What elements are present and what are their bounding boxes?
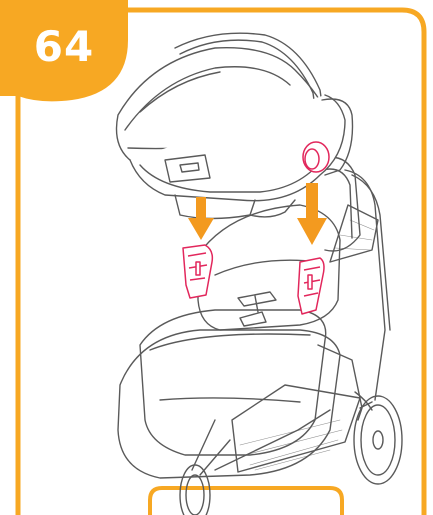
storage-basket <box>232 205 378 472</box>
front-wheel <box>180 465 210 515</box>
down-arrow-icon <box>188 197 214 240</box>
step-badge: 64 <box>0 0 128 108</box>
step-number: 64 <box>22 26 106 68</box>
car-seat-release-button <box>303 142 329 172</box>
stroller-seat <box>118 157 360 478</box>
car-seat-adapter-left <box>183 245 212 298</box>
car-seat-adapter-right <box>298 258 324 314</box>
